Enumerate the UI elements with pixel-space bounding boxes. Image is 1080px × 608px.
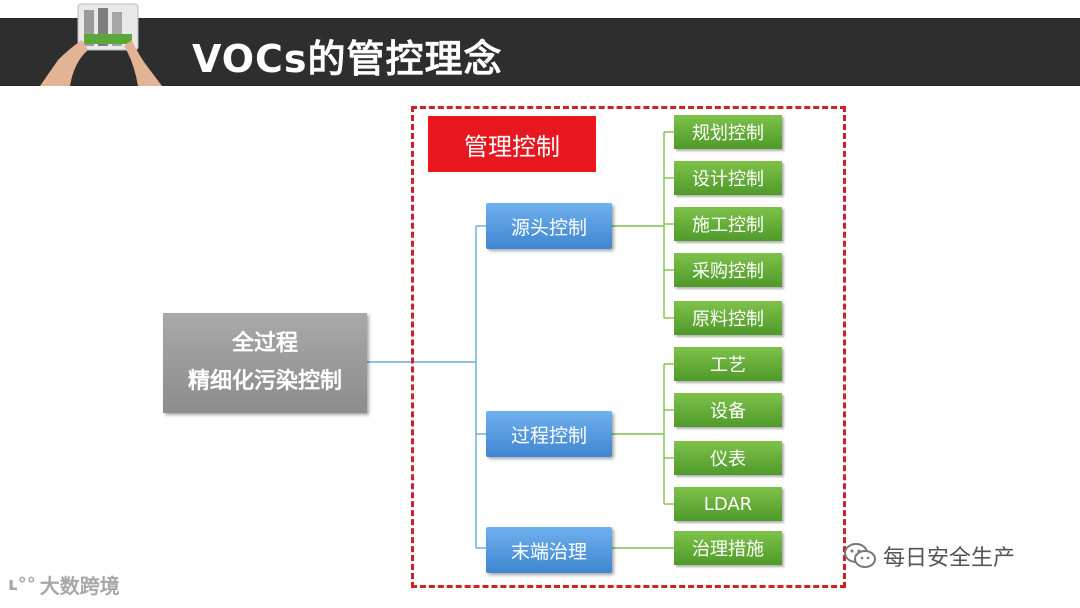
root-line-1: 全过程: [232, 325, 298, 363]
watermark-logo-icon: ʟ°°: [8, 574, 36, 595]
corner-watermark: ʟ°° 大数跨境: [8, 570, 120, 599]
leaf-procurement-control: 采购控制: [674, 253, 782, 287]
branch-process-control: 过程控制: [486, 411, 612, 457]
branch-end-treatment: 末端治理: [486, 527, 612, 573]
management-control-label: 管理控制: [428, 116, 596, 172]
wechat-watermark: 每日安全生产: [843, 540, 1015, 572]
wechat-icon: [843, 542, 877, 570]
root-node: 全过程 精细化污染控制: [163, 313, 367, 413]
watermark-text: 大数跨境: [40, 570, 120, 599]
leaf-raw-material-control: 原料控制: [674, 301, 782, 335]
leaf-design-control: 设计控制: [674, 161, 782, 195]
wechat-account-name: 每日安全生产: [883, 540, 1015, 572]
leaf-treatment-measures: 治理措施: [674, 531, 782, 565]
leaf-planning-control: 规划控制: [674, 115, 782, 149]
leaf-equipment: 设备: [674, 393, 782, 427]
root-line-2: 精细化污染控制: [188, 363, 342, 401]
leaf-construction-control: 施工控制: [674, 207, 782, 241]
leaf-ldar: LDAR: [674, 487, 782, 521]
branch-source-control: 源头控制: [486, 203, 612, 249]
leaf-process-technology: 工艺: [674, 347, 782, 381]
leaf-instrumentation: 仪表: [674, 441, 782, 475]
